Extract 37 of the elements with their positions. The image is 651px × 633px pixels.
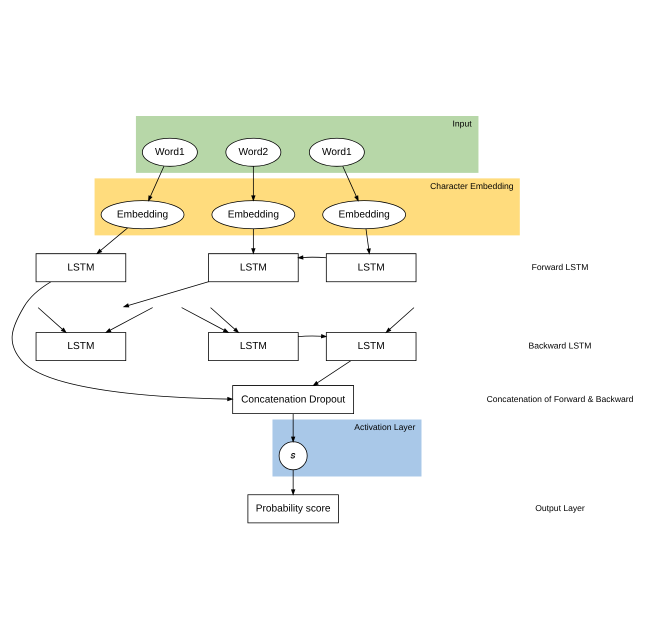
node-box: LSTM (326, 332, 416, 361)
node-ellipse: Embedding (100, 200, 184, 230)
label: Forward LSTM (532, 262, 588, 272)
arrow (251, 228, 256, 255)
node-box: LSTM (36, 253, 126, 282)
node-box: LSTM (208, 253, 299, 282)
arrow (38, 307, 67, 334)
arrow (298, 334, 328, 338)
arrow (104, 307, 154, 333)
arrow (290, 470, 296, 496)
node-ellipse: Embedding (322, 200, 406, 230)
arrow (290, 413, 296, 443)
label: Concatenation of Forward & Backward (486, 394, 634, 404)
arrow (342, 166, 359, 202)
node-ellipse: Embedding (212, 200, 296, 230)
arrow (181, 307, 230, 333)
node-box: LSTM (208, 332, 299, 361)
arrow (96, 228, 128, 254)
arrow (251, 166, 256, 202)
arrow (385, 307, 414, 334)
node-box: Probability score (248, 494, 339, 524)
node-ellipse: Word2 (225, 138, 282, 167)
node-box: LSTM (326, 253, 416, 282)
node-box: LSTM (36, 332, 126, 361)
arrow (210, 307, 240, 334)
node-ellipse: Word1 (308, 138, 365, 167)
arrow (148, 166, 164, 202)
arrow (312, 360, 352, 386)
arrow (122, 281, 209, 308)
arrow (297, 255, 327, 260)
label: Output Layer (535, 503, 585, 514)
node-ellipse: Word1 (142, 138, 198, 167)
arrow (12, 281, 234, 402)
arrow (366, 228, 371, 255)
node-circle: 𝑠 (278, 441, 308, 470)
node-box: Concatenation Dropout (232, 385, 354, 414)
label: Backward LSTM (528, 340, 592, 351)
